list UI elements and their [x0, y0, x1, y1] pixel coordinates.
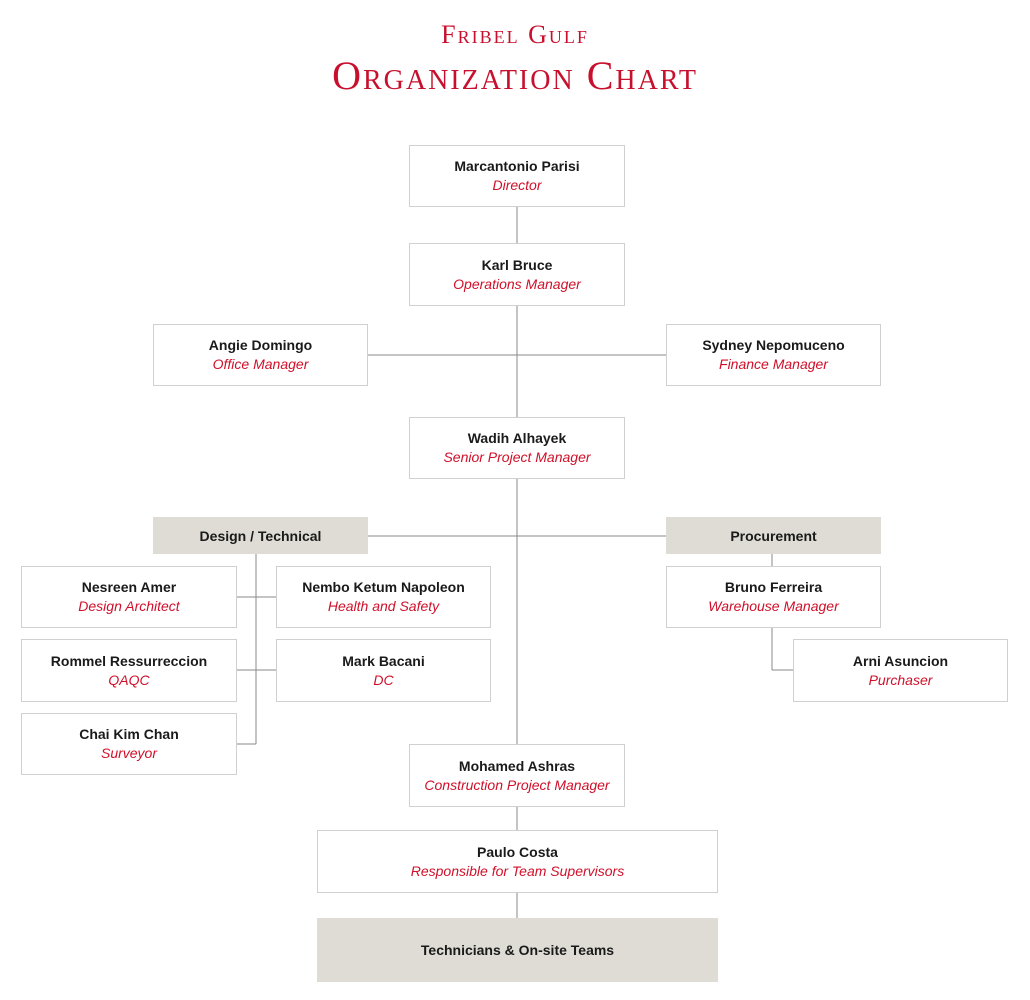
- finance-manager-box: Sydney Nepomuceno Finance Manager: [666, 324, 881, 386]
- person-name: Mohamed Ashras: [458, 757, 576, 774]
- person-role: Design Architect: [78, 598, 180, 614]
- surveyor-box: Chai Kim Chan Surveyor: [21, 713, 237, 775]
- person-name: Karl Bruce: [481, 256, 553, 273]
- purchaser-box: Arni Asuncion Purchaser: [793, 639, 1008, 702]
- office-manager-box: Angie Domingo Office Manager: [153, 324, 368, 386]
- company-name: Fribel Gulf: [441, 20, 589, 49]
- person-name: Bruno Ferreira: [724, 579, 823, 595]
- person-role: Senior Project Manager: [443, 449, 591, 465]
- person-name: Paulo Costa: [477, 843, 558, 860]
- person-role: Surveyor: [100, 745, 158, 761]
- team-supervisors-box: Paulo Costa Responsible for Team Supervi…: [317, 830, 718, 893]
- person-role: Purchaser: [868, 671, 933, 688]
- person-role: Warehouse Manager: [708, 598, 839, 614]
- dc-box: Mark Bacani DC: [276, 639, 491, 702]
- person-role: Director: [492, 177, 542, 193]
- health-safety-box: Nembo Ketum Napoleon Health and Safety: [276, 566, 491, 628]
- person-name: Nembo Ketum Napoleon: [302, 579, 465, 595]
- person-name: Rommel Ressurreccion: [50, 652, 208, 669]
- procurement-group: Procurement: [666, 517, 881, 554]
- person-role: Responsible for Team Supervisors: [410, 862, 625, 879]
- person-role: Construction Project Manager: [424, 776, 610, 793]
- chart-title: Organization Chart: [332, 53, 698, 98]
- person-name: Wadih Alhayek: [467, 430, 567, 446]
- person-role: DC: [373, 671, 394, 688]
- person-role: QAQC: [108, 671, 150, 688]
- director-box: Marcantonio Parisi Director: [409, 145, 625, 207]
- construction-project-manager-box: Mohamed Ashras Construction Project Mana…: [409, 744, 625, 807]
- person-role: Office Manager: [212, 356, 309, 372]
- person-role: Health and Safety: [327, 598, 440, 614]
- person-name: Nesreen Amer: [81, 579, 177, 595]
- warehouse-manager-box: Bruno Ferreira Warehouse Manager: [666, 566, 881, 628]
- person-name: Angie Domingo: [208, 337, 313, 353]
- qaqc-box: Rommel Ressurreccion QAQC: [21, 639, 237, 702]
- design-architect-box: Nesreen Amer Design Architect: [21, 566, 237, 628]
- design-technical-group: Design / Technical: [153, 517, 368, 554]
- technicians-group: Technicians & On-site Teams: [317, 918, 718, 982]
- person-role: Finance Manager: [719, 356, 828, 372]
- person-name: Chai Kim Chan: [79, 726, 179, 742]
- operations-manager-box: Karl Bruce Operations Manager: [409, 243, 625, 306]
- person-name: Sydney Nepomuceno: [702, 337, 845, 353]
- person-role: Operations Manager: [453, 275, 581, 292]
- person-name: Mark Bacani: [342, 652, 425, 669]
- senior-project-manager-box: Wadih Alhayek Senior Project Manager: [409, 417, 625, 479]
- person-name: Arni Asuncion: [852, 652, 949, 669]
- person-name: Marcantonio Parisi: [454, 158, 580, 174]
